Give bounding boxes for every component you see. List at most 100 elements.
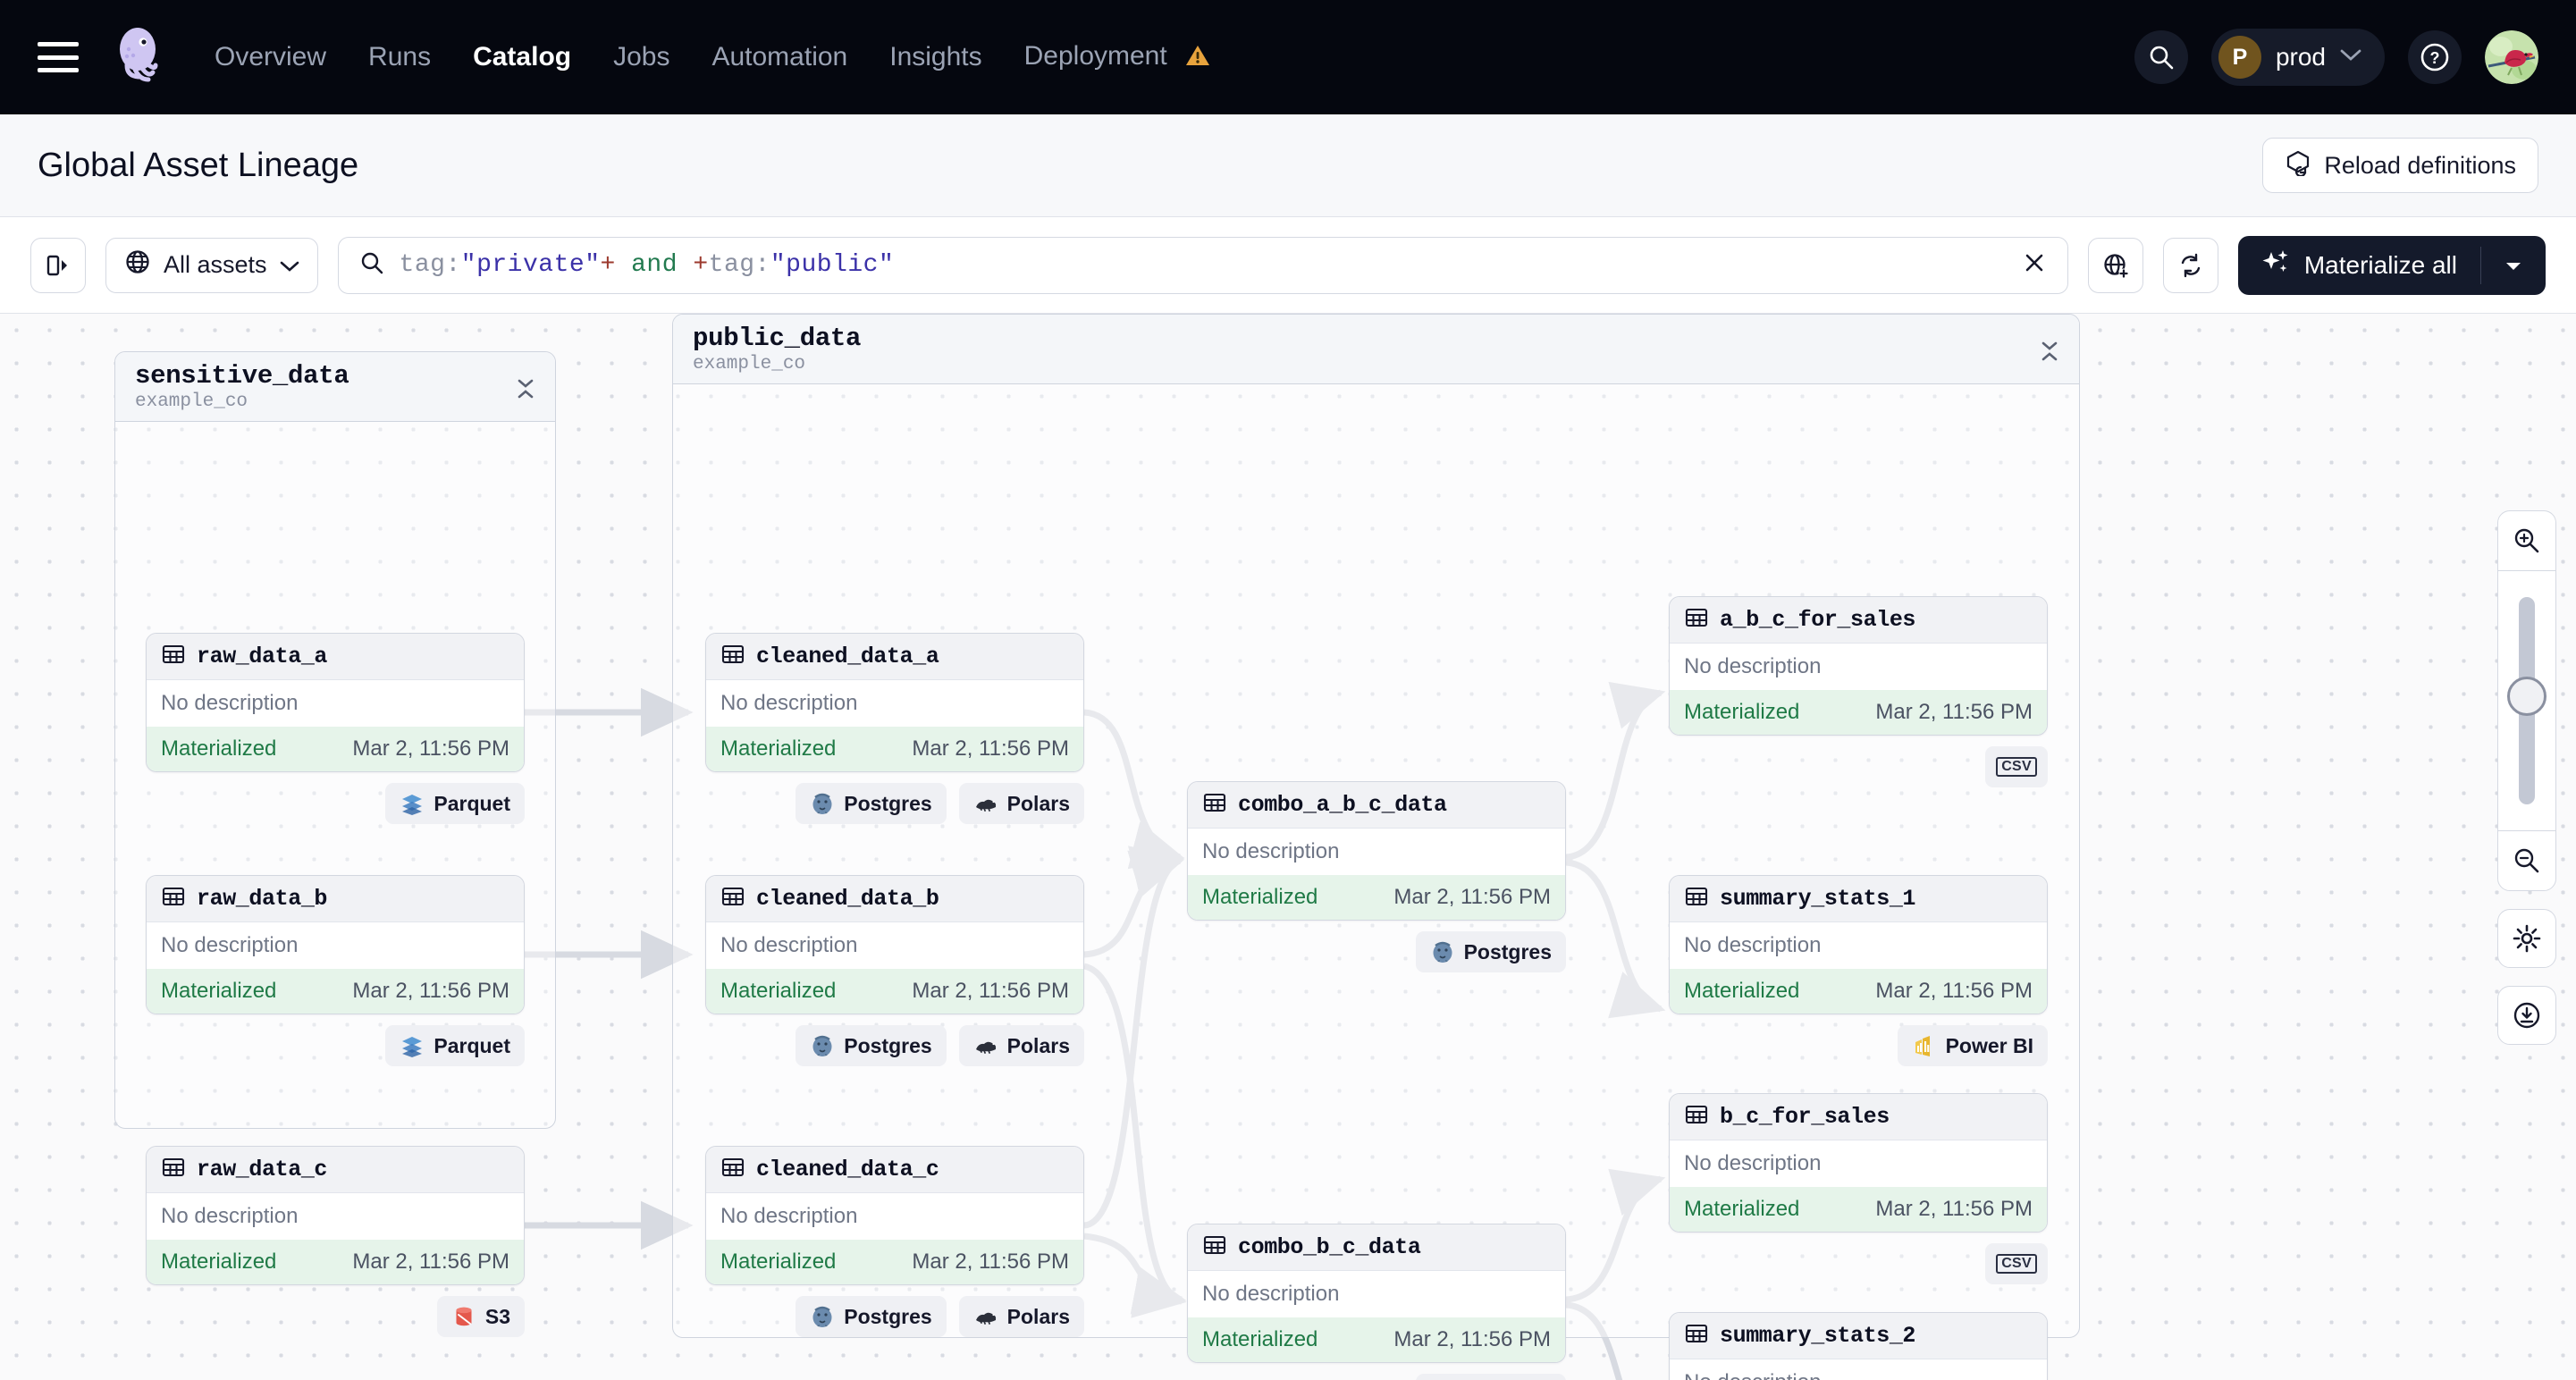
parquet-icon xyxy=(400,1033,425,1058)
asset-tag[interactable]: Parquet xyxy=(385,783,525,824)
globe-plus-icon[interactable] xyxy=(2087,237,2143,293)
cube-refresh-icon xyxy=(2285,149,2311,182)
asset-node-header[interactable]: summary_stats_2 xyxy=(1670,1313,2047,1359)
collapse-icon[interactable] xyxy=(2040,338,2059,369)
powerbi-icon xyxy=(1912,1033,1937,1058)
asset-tag[interactable]: Postgres xyxy=(796,783,947,824)
collapse-icon[interactable] xyxy=(516,375,535,407)
asset-node-name: cleaned_data_a xyxy=(756,644,939,669)
nav-label: Overview xyxy=(215,42,327,72)
dagster-logo[interactable] xyxy=(109,26,172,88)
asset-tag[interactable]: Parquet xyxy=(385,1025,525,1066)
deployment-selector[interactable]: P prod xyxy=(2210,29,2385,86)
warning-triangle-icon xyxy=(1185,44,1210,74)
asset-tag[interactable]: Postgres xyxy=(796,1025,947,1066)
user-avatar[interactable] xyxy=(2485,30,2538,84)
status-timestamp: Mar 2, 11:56 PM xyxy=(352,979,509,1003)
table-icon xyxy=(161,1155,186,1184)
asset-tag[interactable]: Postgres xyxy=(1415,1374,1566,1380)
asset-node-name: summary_stats_1 xyxy=(1720,886,1916,912)
asset-node-header[interactable]: cleaned_data_a xyxy=(706,634,1083,680)
nav-link-runs[interactable]: Runs xyxy=(368,42,431,72)
asset-node-header[interactable]: raw_data_b xyxy=(147,876,524,922)
nav-link-insights[interactable]: Insights xyxy=(889,42,981,72)
asset-node-header[interactable]: combo_b_c_data xyxy=(1188,1224,1565,1271)
asset-tag-row: S3 xyxy=(146,1296,525,1337)
nav-label: Runs xyxy=(368,42,432,72)
download-circle-icon[interactable] xyxy=(2497,986,2556,1045)
nav-label: Insights xyxy=(889,42,982,72)
search-input[interactable]: tag:"private"+ and +tag:"public" xyxy=(337,236,2068,294)
sync-refresh-icon[interactable] xyxy=(2162,237,2218,293)
asset-node-name: raw_data_c xyxy=(197,1157,328,1182)
asset-tag-row: Postgres xyxy=(1187,931,1566,972)
asset-filter-dropdown[interactable]: All assets xyxy=(105,237,318,293)
table-icon xyxy=(161,884,186,913)
nav-link-jobs[interactable]: Jobs xyxy=(613,42,669,72)
nav-link-overview[interactable]: Overview xyxy=(215,42,326,72)
zoom-slider-thumb[interactable] xyxy=(2507,677,2547,716)
panel-expand-icon[interactable] xyxy=(30,237,86,293)
group-header[interactable]: sensitive_data example_co xyxy=(115,352,555,422)
asset-node-header[interactable]: b_c_for_sales xyxy=(1670,1094,2047,1140)
deployment-label: prod xyxy=(2275,43,2326,71)
asset-node-header[interactable]: combo_a_b_c_data xyxy=(1188,782,1565,829)
asset-node-header[interactable]: raw_data_a xyxy=(147,634,524,680)
materialize-all-button[interactable]: Materialize all xyxy=(2237,235,2546,295)
asset-tag[interactable]: Polars xyxy=(958,783,1084,824)
lineage-graph-canvas[interactable]: sensitive_data example_co public_data ex… xyxy=(0,314,2576,1380)
asset-node-header[interactable]: cleaned_data_b xyxy=(706,876,1083,922)
zoom-in-icon[interactable] xyxy=(2498,511,2555,570)
asset-tag[interactable]: Polars xyxy=(958,1025,1084,1066)
divider xyxy=(2498,570,2555,571)
asset-tag[interactable]: Postgres xyxy=(796,1296,947,1337)
materialize-all-main[interactable]: Materialize all xyxy=(2238,248,2480,282)
primary-nav-links: Overview Runs Catalog Jobs Automation In… xyxy=(215,41,1210,74)
asset-node-description: No description xyxy=(1684,1151,1822,1175)
asset-tag[interactable]: Postgres xyxy=(1415,931,1566,972)
asset-node-header[interactable]: a_b_c_for_sales xyxy=(1670,597,2047,644)
asset-node-name: combo_b_c_data xyxy=(1238,1234,1421,1260)
query-token: tag: xyxy=(399,251,461,279)
csv-icon[interactable]: CSV xyxy=(1985,1243,2048,1284)
divider xyxy=(2498,830,2555,831)
asset-tag[interactable]: Polars xyxy=(958,1296,1084,1337)
asset-node-header[interactable]: summary_stats_1 xyxy=(1670,876,2047,922)
asset-node-name: cleaned_data_b xyxy=(756,886,939,912)
csv-icon[interactable]: CSV xyxy=(1985,746,2048,787)
asset-node-header[interactable]: cleaned_data_c xyxy=(706,1147,1083,1193)
table-icon xyxy=(1202,1233,1227,1262)
asset-node-header[interactable]: raw_data_c xyxy=(147,1147,524,1193)
query-token: + xyxy=(693,251,709,279)
nav-link-deployment[interactable]: Deployment xyxy=(1024,41,1210,74)
group-header[interactable]: public_data example_co xyxy=(673,315,2079,384)
status-timestamp: Mar 2, 11:56 PM xyxy=(1393,1327,1551,1351)
materialize-options-caret[interactable] xyxy=(2481,258,2546,273)
asset-tag[interactable]: Power BI xyxy=(1897,1025,2048,1066)
nav-link-automation[interactable]: Automation xyxy=(711,42,847,72)
nav-link-catalog[interactable]: Catalog xyxy=(473,42,571,72)
gear-icon[interactable] xyxy=(2497,909,2556,968)
reload-definitions-button[interactable]: Reload definitions xyxy=(2262,138,2538,193)
asset-tag-label: Power BI xyxy=(1945,1033,2033,1057)
hamburger-icon[interactable] xyxy=(38,42,79,72)
asset-tag[interactable]: S3 xyxy=(436,1296,525,1337)
zoom-out-icon[interactable] xyxy=(2498,831,2555,890)
zoom-slider[interactable] xyxy=(2498,571,2555,830)
search-icon[interactable] xyxy=(2134,30,2188,84)
help-circle-icon[interactable]: ? xyxy=(2408,30,2462,84)
close-icon[interactable] xyxy=(2021,249,2048,281)
asset-node[interactable]: summary_stats_2No descriptionMaterialize… xyxy=(1669,1312,2048,1380)
